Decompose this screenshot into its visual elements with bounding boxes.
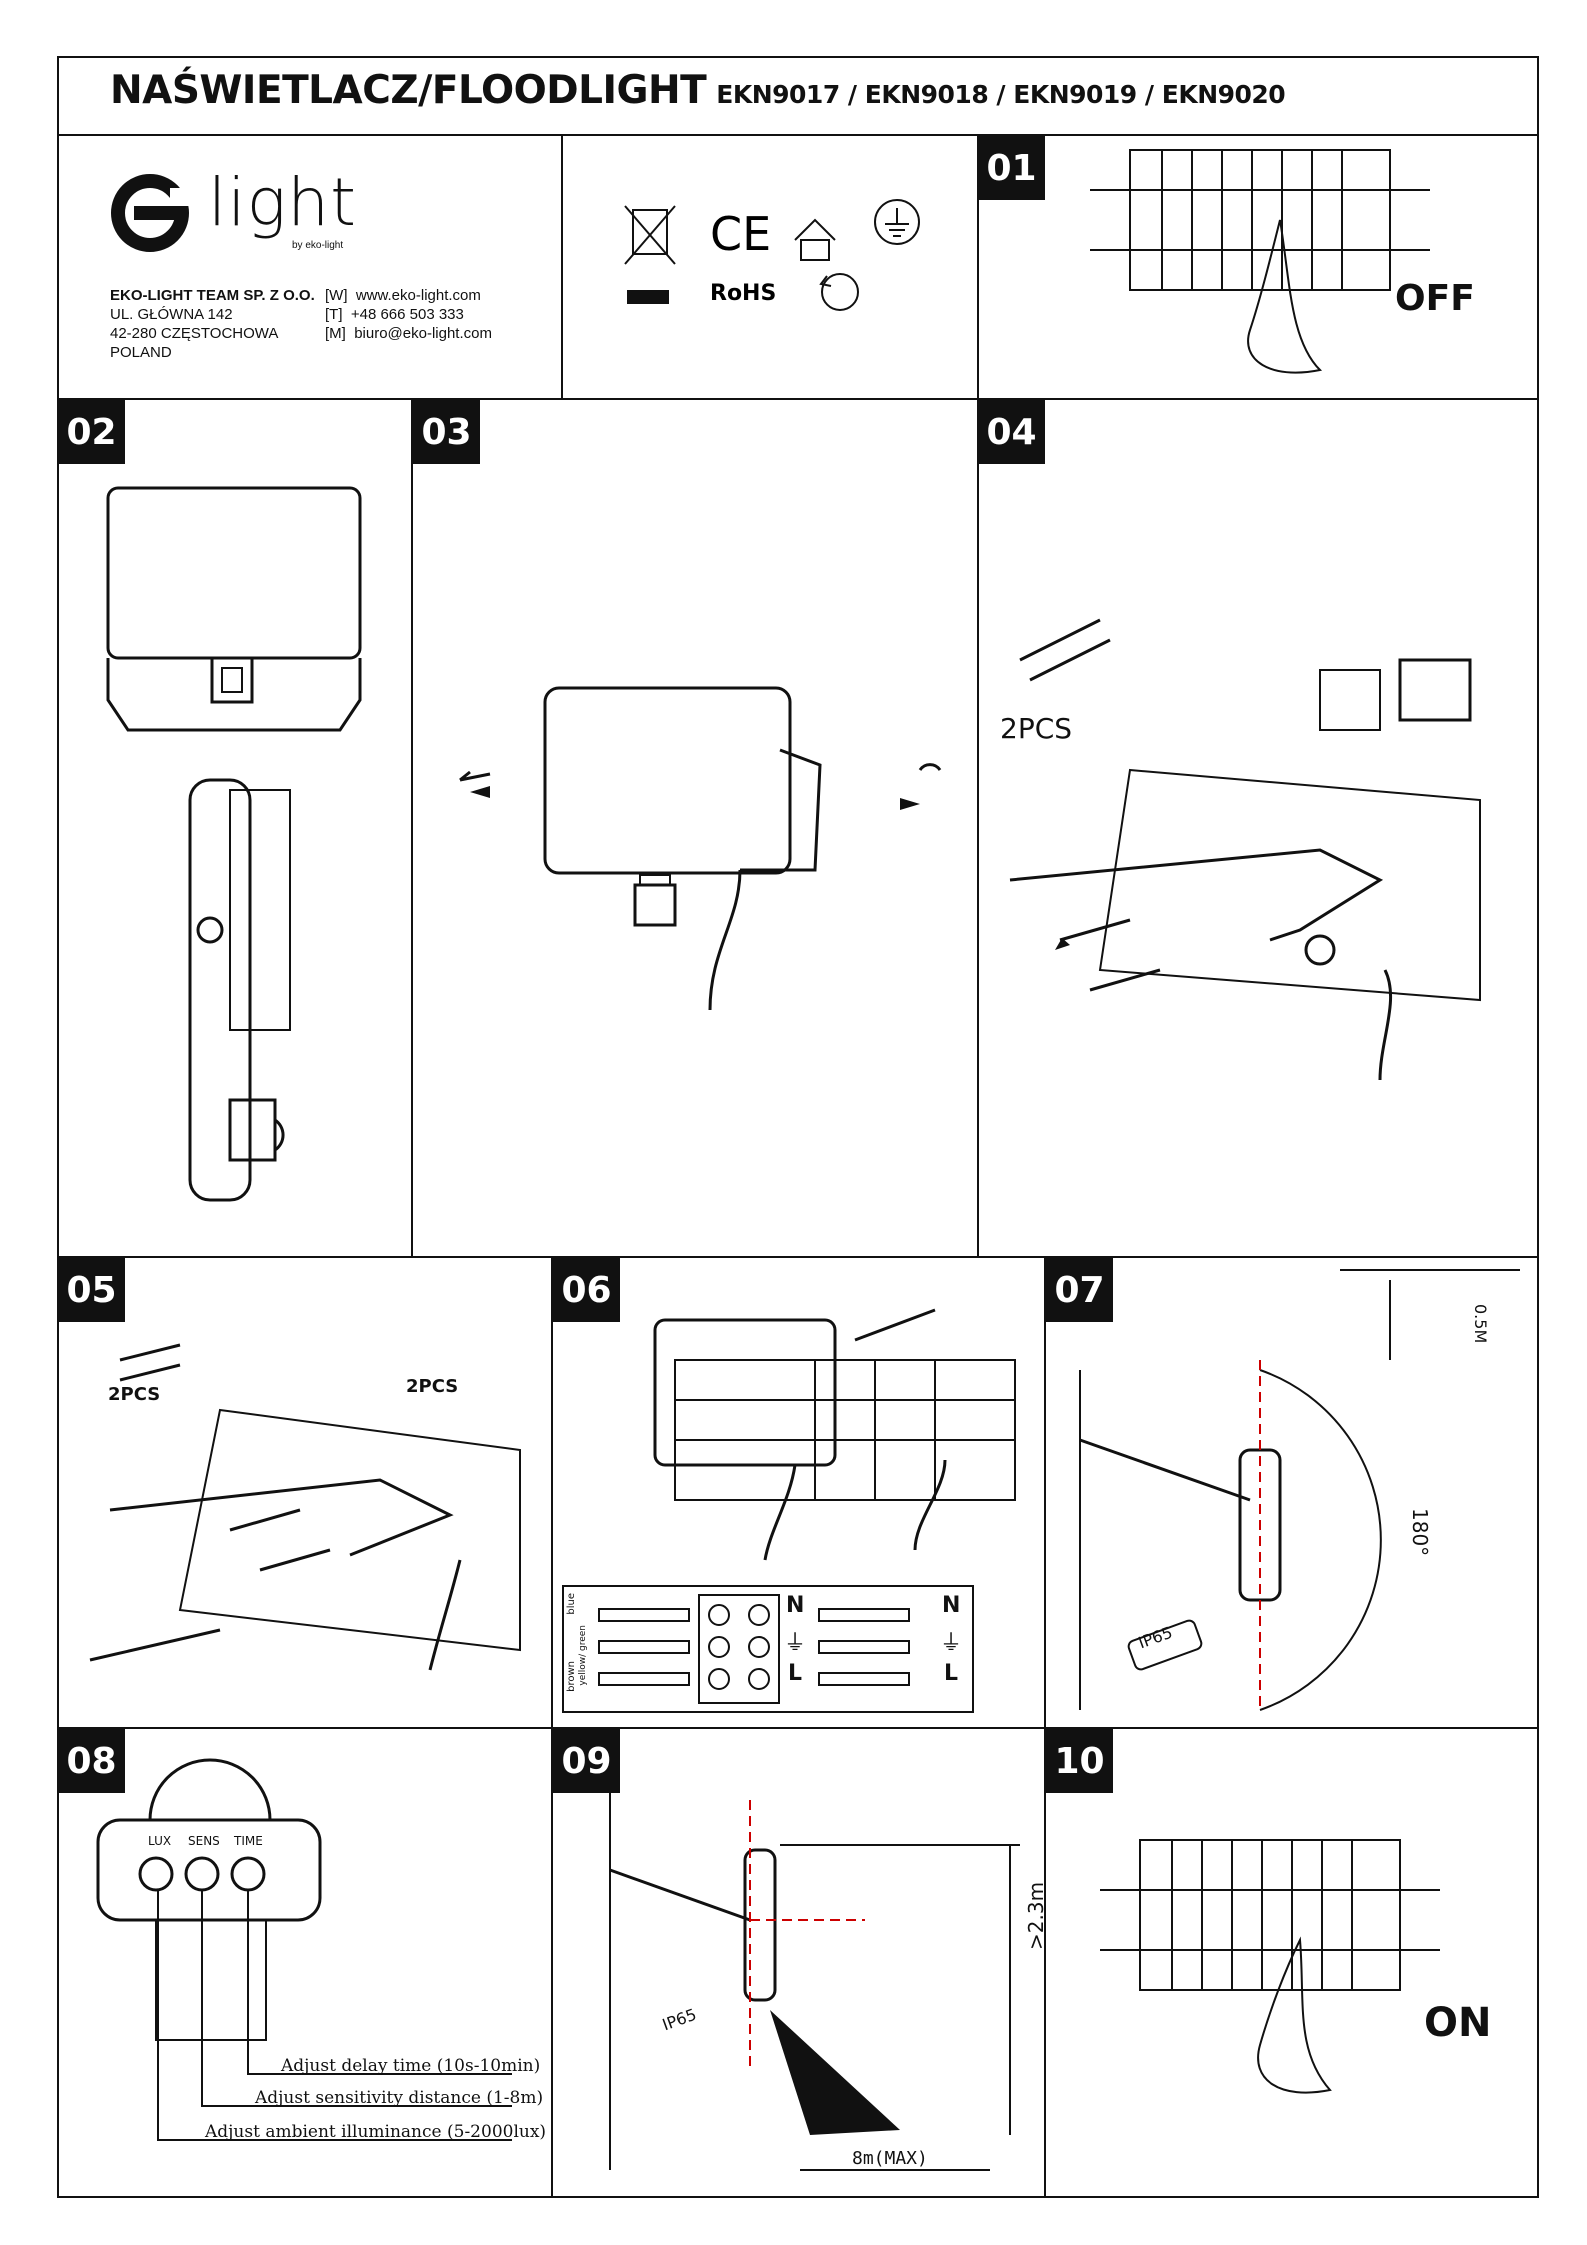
terminal-n-left: N	[786, 1593, 805, 1618]
recycle-icon	[819, 273, 859, 311]
divider	[57, 398, 1539, 400]
detection-distance-label: 8m(MAX)	[852, 2148, 928, 2169]
terminal-n-right: N	[942, 1593, 961, 1618]
company-city: 42-280 CZĘSTOCHOWA	[110, 325, 279, 342]
website-link[interactable]: www.eko-light.com	[355, 287, 481, 304]
wall-plugs-quantity: 2PCS	[1000, 712, 1073, 745]
terminal-earth-right: ⏚	[940, 1631, 963, 1656]
divider	[977, 134, 979, 1256]
company-street: UL. GŁÓWNA 142	[110, 306, 233, 323]
tilt-angle-label: 180°	[1408, 1508, 1432, 1557]
off-label: OFF	[1395, 278, 1475, 319]
floodlight-front-side-views	[106, 486, 362, 1202]
wiring-diagram: blue yellow/ green brown N ⏚ L N ⏚ L	[562, 1585, 974, 1713]
logo-text: light	[208, 164, 357, 241]
divider	[1044, 1256, 1046, 2198]
terminal-l-right: L	[944, 1661, 959, 1686]
knob-sens-label: SENS	[188, 1834, 220, 1848]
on-label: ON	[1424, 2000, 1492, 2046]
circuit-breaker-off-illustration	[1090, 149, 1430, 374]
terminal-block-illustration	[598, 1594, 910, 1704]
divider	[411, 398, 413, 1256]
step-badge-10: 10	[1046, 1729, 1113, 1793]
mount-height-label: >2.3m	[1024, 1881, 1048, 1950]
step-badge-03: 03	[413, 400, 480, 464]
detection-range-illustration	[609, 1790, 1020, 2171]
terminal-earth-left: ⏚	[784, 1631, 807, 1656]
divider	[57, 1256, 1539, 1258]
phone-link[interactable]: +48 666 503 333	[350, 306, 464, 323]
indoor-use-icon	[794, 218, 836, 261]
step-badge-02: 02	[58, 400, 125, 464]
contact-email: [M] biuro@eko-light.com	[325, 325, 492, 342]
knob-lux-label: LUX	[148, 1834, 172, 1848]
brand-logo: light by eko-light	[110, 164, 390, 268]
step-badge-06: 06	[553, 1258, 620, 1322]
email-link[interactable]: biuro@eko-light.com	[354, 325, 492, 342]
product-name: NAŚWIETLACZ/FLOODLIGHT	[110, 68, 707, 113]
wire-brown-label: brown	[566, 1661, 577, 1692]
delay-time-note: Adjust delay time (10s-10min)	[281, 2056, 541, 2076]
terminal-l-left: L	[788, 1661, 803, 1686]
screw-fixing-illustration	[89, 1343, 521, 1671]
ce-mark-icon: CE	[710, 207, 771, 261]
step-badge-04: 04	[978, 400, 1045, 464]
cable-connection-illustration	[653, 1308, 1016, 1561]
illuminance-note: Adjust ambient illuminance (5-2000lux)	[205, 2122, 547, 2142]
company-contacts: [W] www.eko-light.com [T] +48 666 503 33…	[325, 286, 492, 343]
knob-time-label: TIME	[234, 1834, 263, 1848]
company-address: EKO-LIGHT TEAM SP. Z O.O. UL. GŁÓWNA 142…	[110, 286, 315, 362]
washers-quantity: 2PCS	[406, 1376, 459, 1397]
screws-quantity: 2PCS	[108, 1384, 161, 1405]
divider	[57, 1727, 1539, 1729]
page-title: NAŚWIETLACZ/FLOODLIGHT EKN9017 / EKN9018…	[110, 68, 1286, 128]
bracket-attach-illustration	[459, 686, 942, 1011]
knob-callout-lines	[157, 1890, 512, 2141]
wall-mounting-illustration	[1009, 618, 1481, 1081]
wire-blue-label: blue	[566, 1593, 577, 1615]
company-country: POLAND	[110, 344, 172, 361]
company-name: EKO-LIGHT TEAM SP. Z O.O.	[110, 287, 315, 304]
rohs-icon: RoHS	[710, 281, 776, 306]
weee-bin-icon	[624, 205, 676, 304]
model-numbers: EKN9017 / EKN9018 / EKN9019 / EKN9020	[716, 80, 1286, 109]
divider	[561, 134, 563, 398]
step-badge-07: 07	[1046, 1258, 1113, 1322]
step-badge-09: 09	[553, 1729, 620, 1793]
logo-tagline: by eko-light	[292, 240, 344, 251]
earth-ground-icon	[874, 199, 920, 245]
divider	[57, 134, 1539, 136]
motion-sensor-controls	[96, 1758, 322, 2041]
instruction-sheet	[57, 56, 1539, 2198]
circuit-breaker-on-illustration	[1100, 1839, 1440, 2094]
step-badge-01: 01	[978, 136, 1045, 200]
divider	[551, 1256, 553, 2198]
step-badge-05: 05	[58, 1258, 125, 1322]
sensitivity-note: Adjust sensitivity distance (1-8m)	[255, 2088, 544, 2108]
tilt-angle-illustration	[1079, 1269, 1520, 1711]
certification-marks: CE RoHS	[624, 199, 920, 311]
mount-height-label: 0.5M	[1471, 1304, 1490, 1344]
contact-web: [W] www.eko-light.com	[325, 287, 481, 304]
logo-mark-icon	[111, 174, 190, 252]
step-badge-08: 08	[58, 1729, 125, 1793]
contact-phone: [T] +48 666 503 333	[325, 306, 464, 323]
